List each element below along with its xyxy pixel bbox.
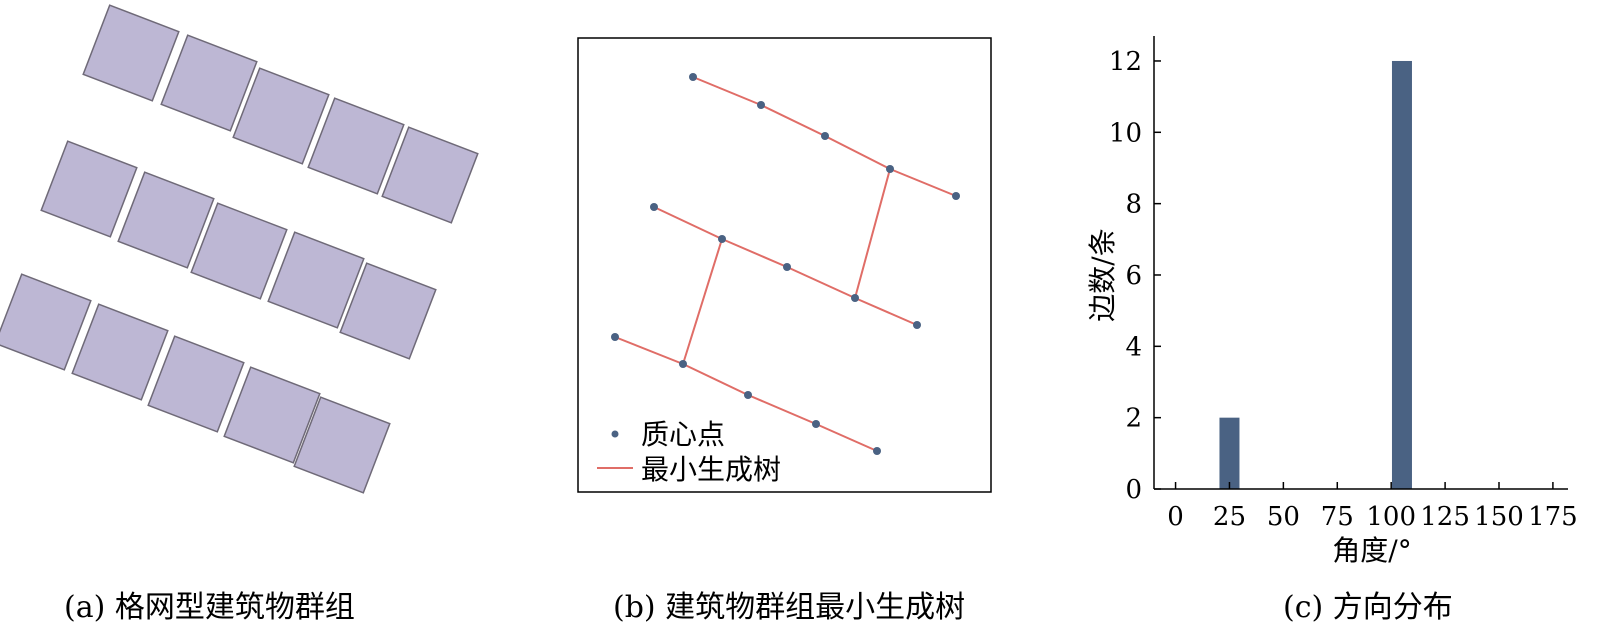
y-tick-label-12: 12 xyxy=(1109,47,1142,77)
centroid-point-4 xyxy=(886,165,894,173)
caption-a: (a) 格网型建筑物群组 xyxy=(64,590,355,625)
x-tick-label-150: 150 xyxy=(1474,502,1524,532)
caption-b: (b) 建筑物群组最小生成树 xyxy=(613,590,966,625)
centroid-point-10 xyxy=(913,321,921,329)
centroid-point-15 xyxy=(873,447,881,455)
centroid-point-12 xyxy=(679,360,687,368)
building-block-r3-c1 xyxy=(0,273,92,371)
centroid-point-8 xyxy=(783,263,791,271)
building-block-r2-c5 xyxy=(339,262,437,360)
building-block-r3-c2 xyxy=(71,303,169,401)
y-tick-label-0: 0 xyxy=(1125,475,1142,505)
caption-c: (c) 方向分布 xyxy=(1283,590,1453,625)
x-axis-label: 角度/° xyxy=(1332,534,1411,567)
mst-frame xyxy=(577,37,992,493)
mst-edge-9 xyxy=(614,336,684,365)
y-axis-label: 边数/条 xyxy=(1086,228,1119,321)
mst-edge-5 xyxy=(653,206,723,240)
mst-edges-layer xyxy=(614,76,957,452)
legend-centroid-label: 质心点 xyxy=(641,418,725,451)
mst-edge-2 xyxy=(760,104,826,137)
building-block-r1-c3 xyxy=(232,67,330,165)
building-block-r1-c1 xyxy=(82,4,180,102)
x-tick-label-125: 125 xyxy=(1420,502,1470,532)
building-block-r2-c1 xyxy=(40,140,138,238)
x-tick-label-50: 50 xyxy=(1267,502,1300,532)
bars-layer xyxy=(1219,60,1412,489)
building-group-panel xyxy=(0,4,479,494)
building-block-r2-c4 xyxy=(267,231,365,329)
y-tick-label-6: 6 xyxy=(1125,261,1142,291)
centroid-point-2 xyxy=(757,101,765,109)
x-tick-label-175: 175 xyxy=(1528,502,1578,532)
centroid-point-1 xyxy=(689,73,697,81)
mst-edge-3 xyxy=(824,135,891,170)
mst-edge-10 xyxy=(682,363,749,396)
bar-25 xyxy=(1219,417,1240,489)
legend: 质心点 最小生成树 xyxy=(597,418,781,486)
x-tick-label-25: 25 xyxy=(1213,502,1246,532)
x-tick-label-75: 75 xyxy=(1321,502,1354,532)
legend-mst-label: 最小生成树 xyxy=(641,453,781,486)
mst-edge-11 xyxy=(747,394,817,425)
x-tick-label-100: 100 xyxy=(1366,502,1416,532)
centroid-point-3 xyxy=(821,132,829,140)
building-block-r3-c3 xyxy=(147,335,245,433)
buildings-layer xyxy=(0,4,479,494)
centroid-point-9 xyxy=(851,294,859,302)
centroid-point-6 xyxy=(650,203,658,211)
mst-edge-14 xyxy=(682,238,723,365)
mst-panel: 质心点 最小生成树 xyxy=(577,37,992,493)
bar-105 xyxy=(1391,60,1412,489)
centroid-point-13 xyxy=(744,391,752,399)
x-tick-label-0: 0 xyxy=(1167,502,1184,532)
mst-edge-12 xyxy=(815,423,878,452)
centroid-point-11 xyxy=(611,333,619,341)
centroid-point-14 xyxy=(812,420,820,428)
centroid-point-5 xyxy=(952,192,960,200)
mst-edge-6 xyxy=(721,238,788,268)
mst-edge-8 xyxy=(854,297,918,326)
y-tick-label-2: 2 xyxy=(1125,404,1142,434)
building-block-r1-c4 xyxy=(307,97,405,195)
building-block-r3-c4 xyxy=(223,366,321,464)
building-block-r3-c5 xyxy=(293,396,391,494)
centroid-point-7 xyxy=(718,235,726,243)
legend-point-marker xyxy=(611,430,619,438)
mst-edge-7 xyxy=(786,266,856,299)
building-block-r2-c3 xyxy=(190,202,288,300)
building-block-r1-c5 xyxy=(381,126,479,224)
y-tick-label-10: 10 xyxy=(1109,118,1142,148)
centroid-points-layer xyxy=(611,73,960,455)
building-block-r2-c2 xyxy=(117,171,215,269)
building-block-r1-c2 xyxy=(160,34,258,132)
mst-edge-13 xyxy=(854,168,891,299)
mst-edge-1 xyxy=(692,76,762,106)
mst-edge-4 xyxy=(889,168,957,197)
y-tick-label-4: 4 xyxy=(1125,332,1142,362)
y-tick-label-8: 8 xyxy=(1125,190,1142,220)
